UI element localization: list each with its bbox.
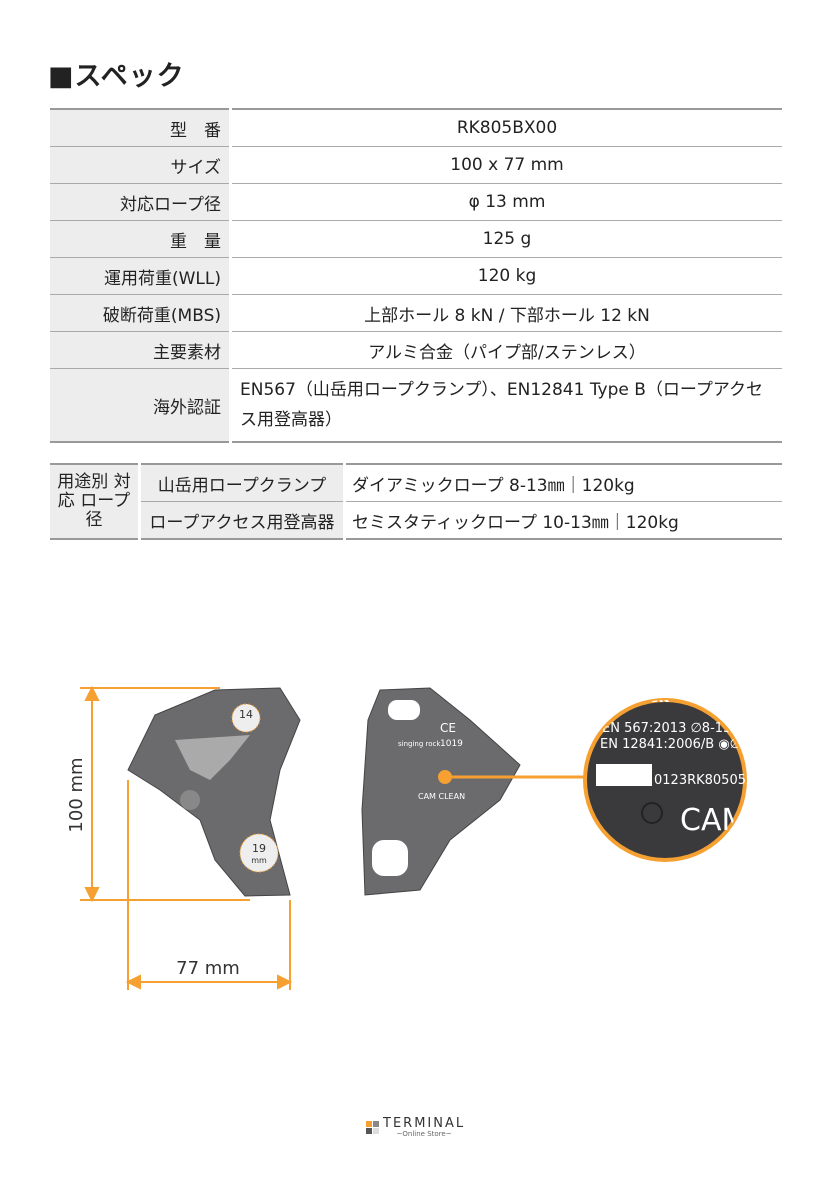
lower-hole [372,840,408,876]
dimension-lines [80,685,293,990]
table-row: 主要素材アルミ合金（パイプ部/ステンレス） [50,331,782,369]
spec-value: EN567（山岳用ロープクランプ）、EN12841 Type B（ロープアクセス… [230,368,782,443]
usage-value: ダイアミックロープ 8-13㎜｜120kg [344,464,782,502]
spec-label: 対応ロープ径 [50,183,232,221]
usage-table: 用途別 対応 ロープ径 山岳用ロープクランプ ダイアミックロープ 8-13㎜｜1… [50,463,782,540]
usage-name: 山岳用ロープクランプ [139,464,346,502]
spec-value: アルミ合金（パイプ部/ステンレス） [230,331,782,369]
usage-name: ロープアクセス用登高器 [139,501,346,540]
zoom-cam: CAM [680,803,747,838]
spec-label: サイズ [50,146,232,184]
usage-group-label: 用途別 対応 ロープ径 [50,464,141,540]
height-label: 100 mm [66,757,87,832]
pin [180,790,200,810]
zoom-brand: rock [630,687,669,706]
table-row: 運用荷重(WLL)120 kg [50,257,782,295]
hole-bottom-label: 19 [252,842,266,855]
spec-label: 重 量 [50,220,232,258]
page-title: ■スペック [48,61,185,92]
hole-bottom [239,833,279,873]
upper-hole [388,700,420,720]
ce-mark: CE [440,721,456,735]
spec-value: 125 g [230,220,782,258]
logo-icon [366,1121,379,1134]
spec-label: 海外認証 [50,368,232,443]
hole-top-label: 14 [239,708,253,721]
cam-clean-label: CAM CLEAN [418,792,465,801]
datamatrix [596,764,652,786]
spec-label: 型 番 [50,109,232,147]
cam [175,735,250,780]
usage-value: セミスタティックロープ 10-13㎜｜120kg [344,501,782,540]
brand-mark: singing rock [398,740,441,748]
width-label: 77 mm [176,958,240,979]
table-row: ロープアクセス用登高器 セミスタティックロープ 10-13㎜｜120kg [50,501,782,540]
spec-label: 破断荷重(MBS) [50,294,232,332]
zoom-line2: EN 12841:2006/B ◉∅ [600,737,741,752]
logo-sub: ~Online Store~ [396,1130,452,1138]
spec-value: 100 x 77 mm [230,146,782,184]
zoom-line1: EN 567:2013 ∅8-13mm [602,721,757,736]
zoom-serial: 0123RK8050517 [654,773,763,788]
product-illustration: 100 mm 77 mm 14 19 mm CE 1019 singing ro… [66,685,763,990]
spec-label: 運用荷重(WLL) [50,257,232,295]
table-row: 破断荷重(MBS)上部ホール 8 kN / 下部ホール 12 kN [50,294,782,332]
hole-unit: mm [251,856,267,865]
table-row: 用途別 対応 ロープ径 山岳用ロープクランプ ダイアミックロープ 8-13㎜｜1… [50,464,782,540]
spec-label: 主要素材 [50,331,232,369]
footer-logo: TERMINAL~Online Store~ [366,1116,466,1138]
logo-text: TERMINAL [383,1116,466,1131]
hole-top [231,703,261,733]
spec-value: 上部ホール 8 kN / 下部ホール 12 kN [230,294,782,332]
spec-value: RK805BX00 [230,109,782,147]
spec-value: φ 13 mm [230,183,782,221]
callout-dot [438,770,452,784]
ce-number: 1019 [440,739,463,749]
spec-value: 120 kg [230,257,782,295]
